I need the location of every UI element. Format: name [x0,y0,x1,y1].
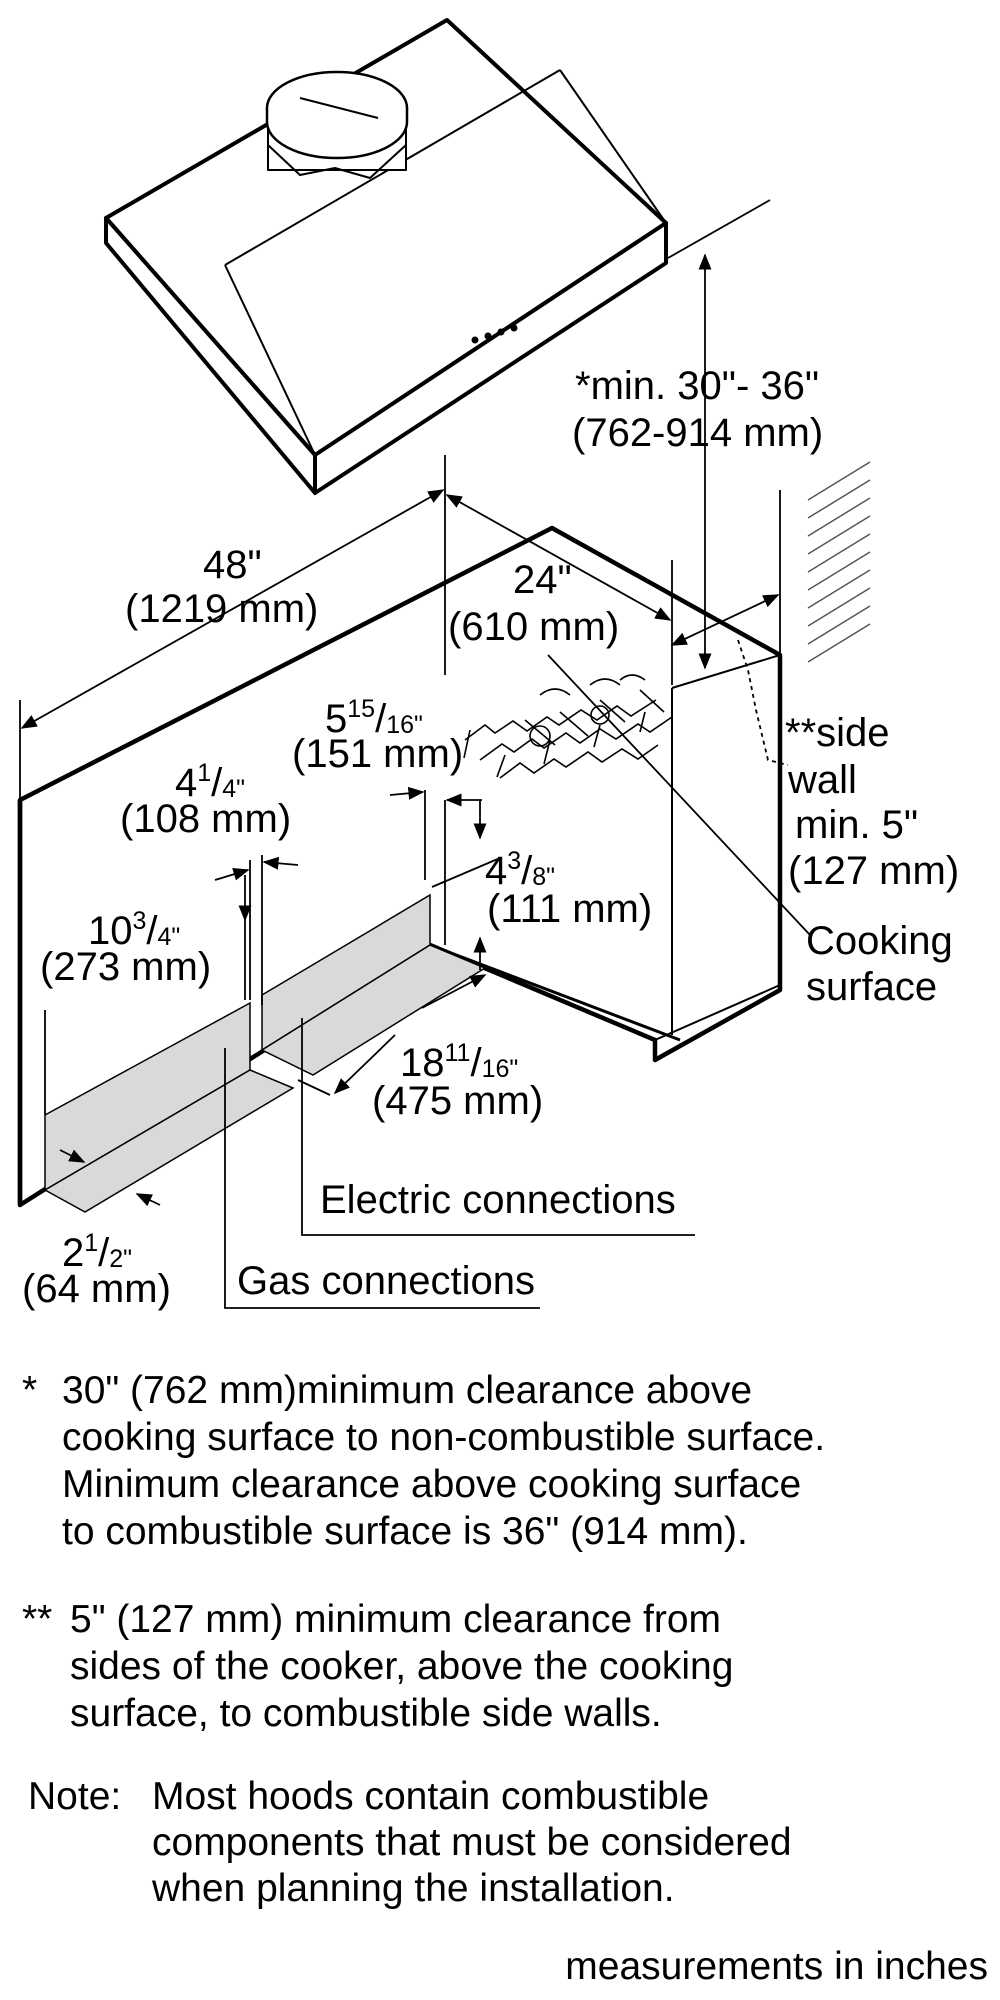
dim-2-slash: / [98,1231,110,1275]
note-3-line-2: components that must be considered [152,1821,792,1864]
electric-connections-label: Electric connections [320,1178,676,1222]
dim-4-1-4-label: 41/4" [175,750,245,812]
range-hood [104,18,668,495]
width-dimension-label: 48" [203,543,262,587]
height-dimension-label: *min. 30"- 36" [575,364,820,408]
measurement-units-footer: measurements in inches [565,1945,988,1988]
note-3-line-1: Most hoods contain combustible [152,1775,710,1818]
dim-2-1-2-mm: (64 mm) [22,1267,171,1311]
dim-10-3-4-mm: (273 mm) [40,945,212,989]
cooking-surface-label-1: Cooking [806,919,953,963]
note-1-line-3: Minimum clearance above cooking surface [62,1463,802,1506]
side-wall-label-3: min. 5" [795,803,919,847]
width-dimension-mm: (1219 mm) [125,587,319,631]
note-3-line-3: when planning the installation. [152,1867,675,1910]
dim-10-slash: / [146,909,158,953]
note-2-line-1: 5" (127 mm) minimum clearance from [70,1598,722,1641]
dim-4-1-4-mm: (108 mm) [120,797,292,841]
note-2-line-2: sides of the cooker, above the cooking [70,1645,734,1688]
dim-2-denominator: 2" [109,1245,133,1273]
depth-dimension-mm: (610 mm) [448,605,620,649]
dim-4a-numerator: 1 [197,759,212,787]
dim-5-15-16-label: 515/16" [325,686,423,748]
dimension-lines [19,199,811,1309]
installation-diagram [17,18,871,1309]
dim-5-numerator: 15 [347,695,376,723]
cooking-surface-label-2: surface [806,965,938,1009]
dim-4-3-8-label: 43/8" [485,838,555,900]
dim-5-denominator: 16" [386,711,423,739]
side-wall-label-2: wall [788,758,857,802]
dim-18-11-16-label: 1811/16" [400,1030,518,1092]
note-1-line-2: cooking surface to non-combustible surfa… [62,1416,826,1459]
dim-5-slash: / [375,697,387,741]
note-1-line-4: to combustible surface is 36" (914 mm). [62,1510,748,1553]
dim-10-numerator: 3 [132,907,147,935]
dim-10-whole: 10 [88,909,133,953]
note-2-marker: ** [22,1598,53,1641]
dim-18-11-16-mm: (475 mm) [372,1079,544,1123]
dim-18-slash: / [470,1041,482,1085]
dim-18-whole: 18 [400,1041,445,1085]
dim-2-whole: 2 [62,1231,85,1275]
side-wall-hatch [807,461,871,663]
dim-4a-denominator: 4" [222,775,246,803]
cooktop-grates [463,674,673,779]
gas-cutout [43,1001,295,1213]
note-2-line-3: surface, to combustible side walls. [70,1692,662,1735]
dim-4b-denominator: 8" [532,863,556,891]
dim-4b-slash: / [521,849,533,893]
height-dimension-mm: (762-914 mm) [572,411,824,455]
side-wall-label-1: **side [785,711,890,755]
dim-4b-whole: 4 [485,849,508,893]
dim-10-3-4-label: 103/4" [88,898,180,960]
dim-4a-slash: / [211,761,223,805]
control-knobs [471,324,518,344]
dim-2-1-2-label: 21/2" [62,1220,132,1282]
note-1-line-1: 30" (762 mm)minimum clearance above [62,1369,753,1412]
dim-2-numerator: 1 [84,1229,99,1257]
dim-5-whole: 5 [325,697,348,741]
vent-collar [265,70,409,179]
note-3-marker: Note: [28,1775,122,1818]
note-1-marker: * [22,1369,38,1412]
dim-10-denominator: 4" [157,923,181,951]
dim-4b-numerator: 3 [507,847,522,875]
dim-18-numerator: 11 [444,1039,471,1067]
dim-5-15-16-mm: (151 mm) [292,732,464,776]
dim-18-denominator: 16" [481,1055,519,1083]
dim-4a-whole: 4 [175,761,198,805]
electric-cutout [260,893,487,1076]
side-wall-label-4: (127 mm) [788,849,960,893]
gas-connections-label: Gas connections [237,1259,535,1303]
depth-dimension-label: 24" [513,558,572,602]
dim-4-3-8-mm: (111 mm) [487,887,653,931]
